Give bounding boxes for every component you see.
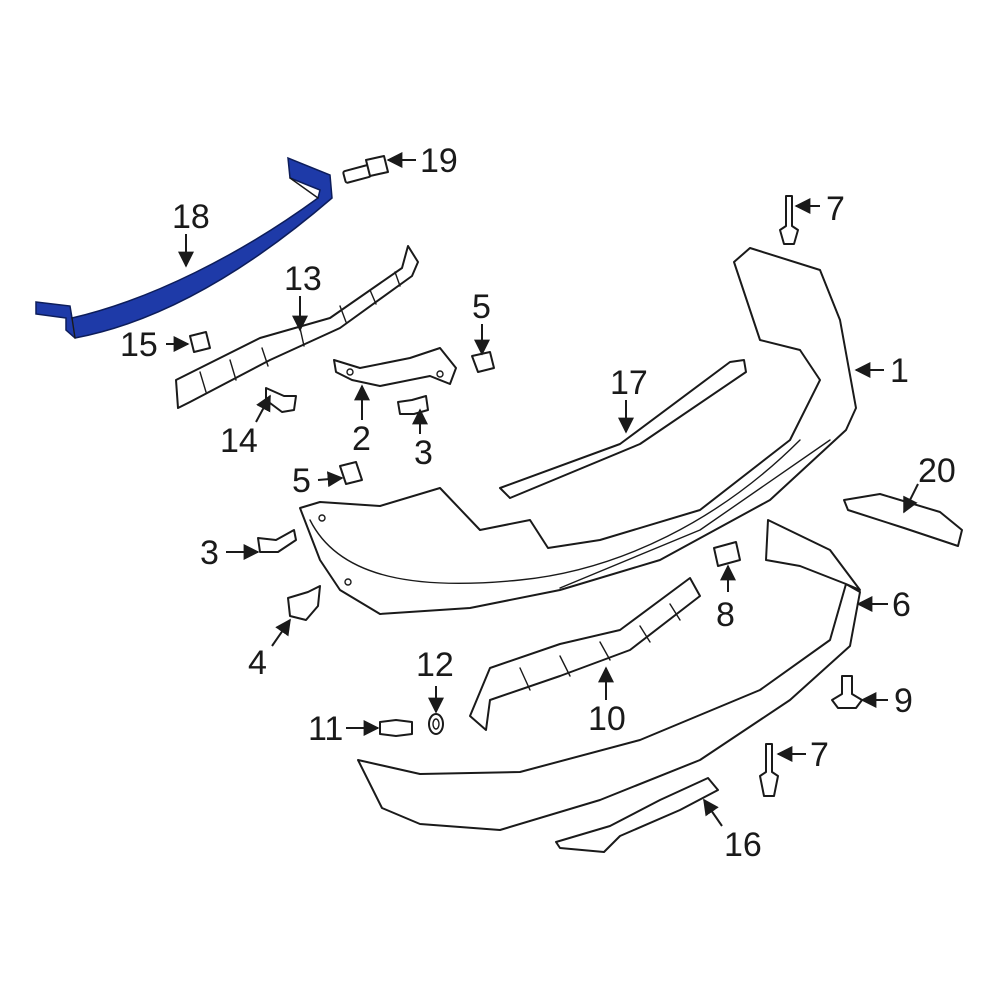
callout-19[interactable]: 19: [420, 142, 458, 180]
part-10-absorber[interactable]: [469, 577, 701, 731]
callout-labels: 18 19 13 15 14 2 5 3 5 3 4 17 7 1 20 8 6…: [120, 142, 956, 864]
part-18-reinforcement-beam[interactable]: [35, 156, 333, 339]
callout-7-upper[interactable]: 7: [826, 190, 845, 228]
part-5-clip-lower[interactable]: [339, 461, 363, 485]
callout-18[interactable]: 18: [172, 198, 210, 236]
callout-16[interactable]: 16: [724, 826, 762, 864]
part-7-rivet-upper[interactable]: [779, 195, 799, 245]
part-17-trim-strip[interactable]: [499, 359, 747, 499]
part-16-lower-trim[interactable]: [555, 777, 719, 853]
callout-14[interactable]: 14: [220, 422, 258, 460]
part-3-bolt-lower[interactable]: [257, 529, 297, 553]
callout-9[interactable]: 9: [894, 682, 913, 720]
leaders: [166, 152, 919, 827]
callout-20[interactable]: 20: [918, 452, 956, 490]
part-14-bolt[interactable]: [265, 387, 297, 413]
callout-13[interactable]: 13: [284, 260, 322, 298]
callout-5-upper[interactable]: 5: [472, 288, 491, 326]
callout-10[interactable]: 10: [588, 700, 626, 738]
callout-2[interactable]: 2: [352, 420, 371, 458]
part-1-bumper-cover[interactable]: [299, 247, 857, 615]
callout-4[interactable]: 4: [248, 644, 267, 682]
callout-11[interactable]: 11: [308, 710, 343, 748]
part-4-retainer[interactable]: [287, 585, 321, 621]
part-19-bolt[interactable]: [342, 155, 389, 184]
part-7-rivet-lower[interactable]: [759, 743, 779, 797]
callout-5-lower[interactable]: 5: [292, 462, 311, 500]
part-13-absorber[interactable]: [175, 245, 419, 409]
part-6-lower-valance[interactable]: [357, 519, 861, 831]
callout-6[interactable]: 6: [892, 586, 911, 624]
part-3-bolt-upper[interactable]: [397, 395, 429, 415]
callout-15[interactable]: 15: [120, 326, 158, 364]
callout-12[interactable]: 12: [416, 646, 454, 684]
part-12-washer[interactable]: [428, 713, 444, 735]
part-9-bolt[interactable]: [831, 675, 863, 709]
part-5-clip-upper[interactable]: [471, 351, 495, 373]
callout-3-upper[interactable]: 3: [414, 434, 433, 472]
part-2-bracket[interactable]: [333, 347, 457, 387]
part-20-reflector[interactable]: [843, 493, 963, 547]
callout-3-lower[interactable]: 3: [200, 534, 219, 572]
callout-8[interactable]: 8: [716, 596, 735, 634]
part-11-bolt[interactable]: [379, 719, 413, 737]
callout-17[interactable]: 17: [610, 364, 648, 402]
callout-1[interactable]: 1: [890, 352, 909, 390]
part-15-clip[interactable]: [189, 331, 211, 353]
part-8-clip[interactable]: [713, 541, 741, 567]
callout-7-lower[interactable]: 7: [810, 736, 829, 774]
